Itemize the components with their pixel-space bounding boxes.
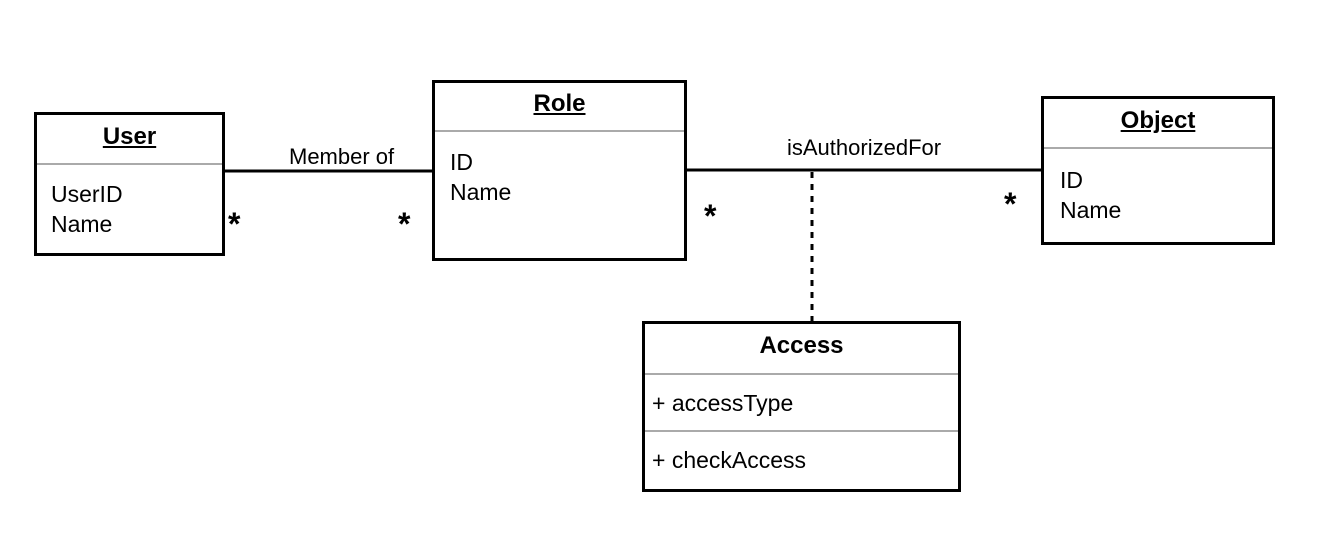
access-class-title: Access (759, 332, 844, 359)
role-attribute-name: Name (450, 179, 512, 205)
user-attribute-name: Name (51, 211, 113, 237)
object-class[interactable]: Object ID Name (1041, 96, 1275, 245)
role-attribute-id: ID (450, 149, 473, 175)
access-operation-checkaccess: + checkAccess (652, 447, 807, 473)
user-class-separator (37, 163, 222, 165)
user-attribute-userid: UserID (51, 181, 123, 207)
access-class-separator-bottom (645, 430, 958, 432)
member-of-label: Member of (289, 144, 395, 169)
role-class-separator (435, 130, 684, 132)
access-attribute-accesstype: + accessType (652, 390, 794, 416)
user-class[interactable]: User UserID Name (34, 112, 225, 256)
member-of-user-multiplicity: * (228, 206, 241, 242)
access-class-separator-top (645, 373, 958, 375)
object-class-separator (1044, 147, 1272, 149)
object-attribute-name: Name (1060, 197, 1122, 223)
member-of-role-multiplicity: * (398, 206, 411, 242)
object-class-title: Object (1120, 107, 1196, 134)
is-authorized-for-object-multiplicity: * (1004, 186, 1017, 222)
is-authorized-for-label: isAuthorizedFor (787, 135, 942, 160)
user-class-title: User (102, 123, 157, 150)
is-authorized-for-role-multiplicity: * (704, 198, 717, 234)
role-class-title: Role (533, 90, 586, 117)
access-class[interactable]: Access + accessType + checkAccess (642, 321, 961, 492)
object-attribute-id: ID (1060, 167, 1083, 193)
role-class[interactable]: Role ID Name (432, 80, 687, 261)
